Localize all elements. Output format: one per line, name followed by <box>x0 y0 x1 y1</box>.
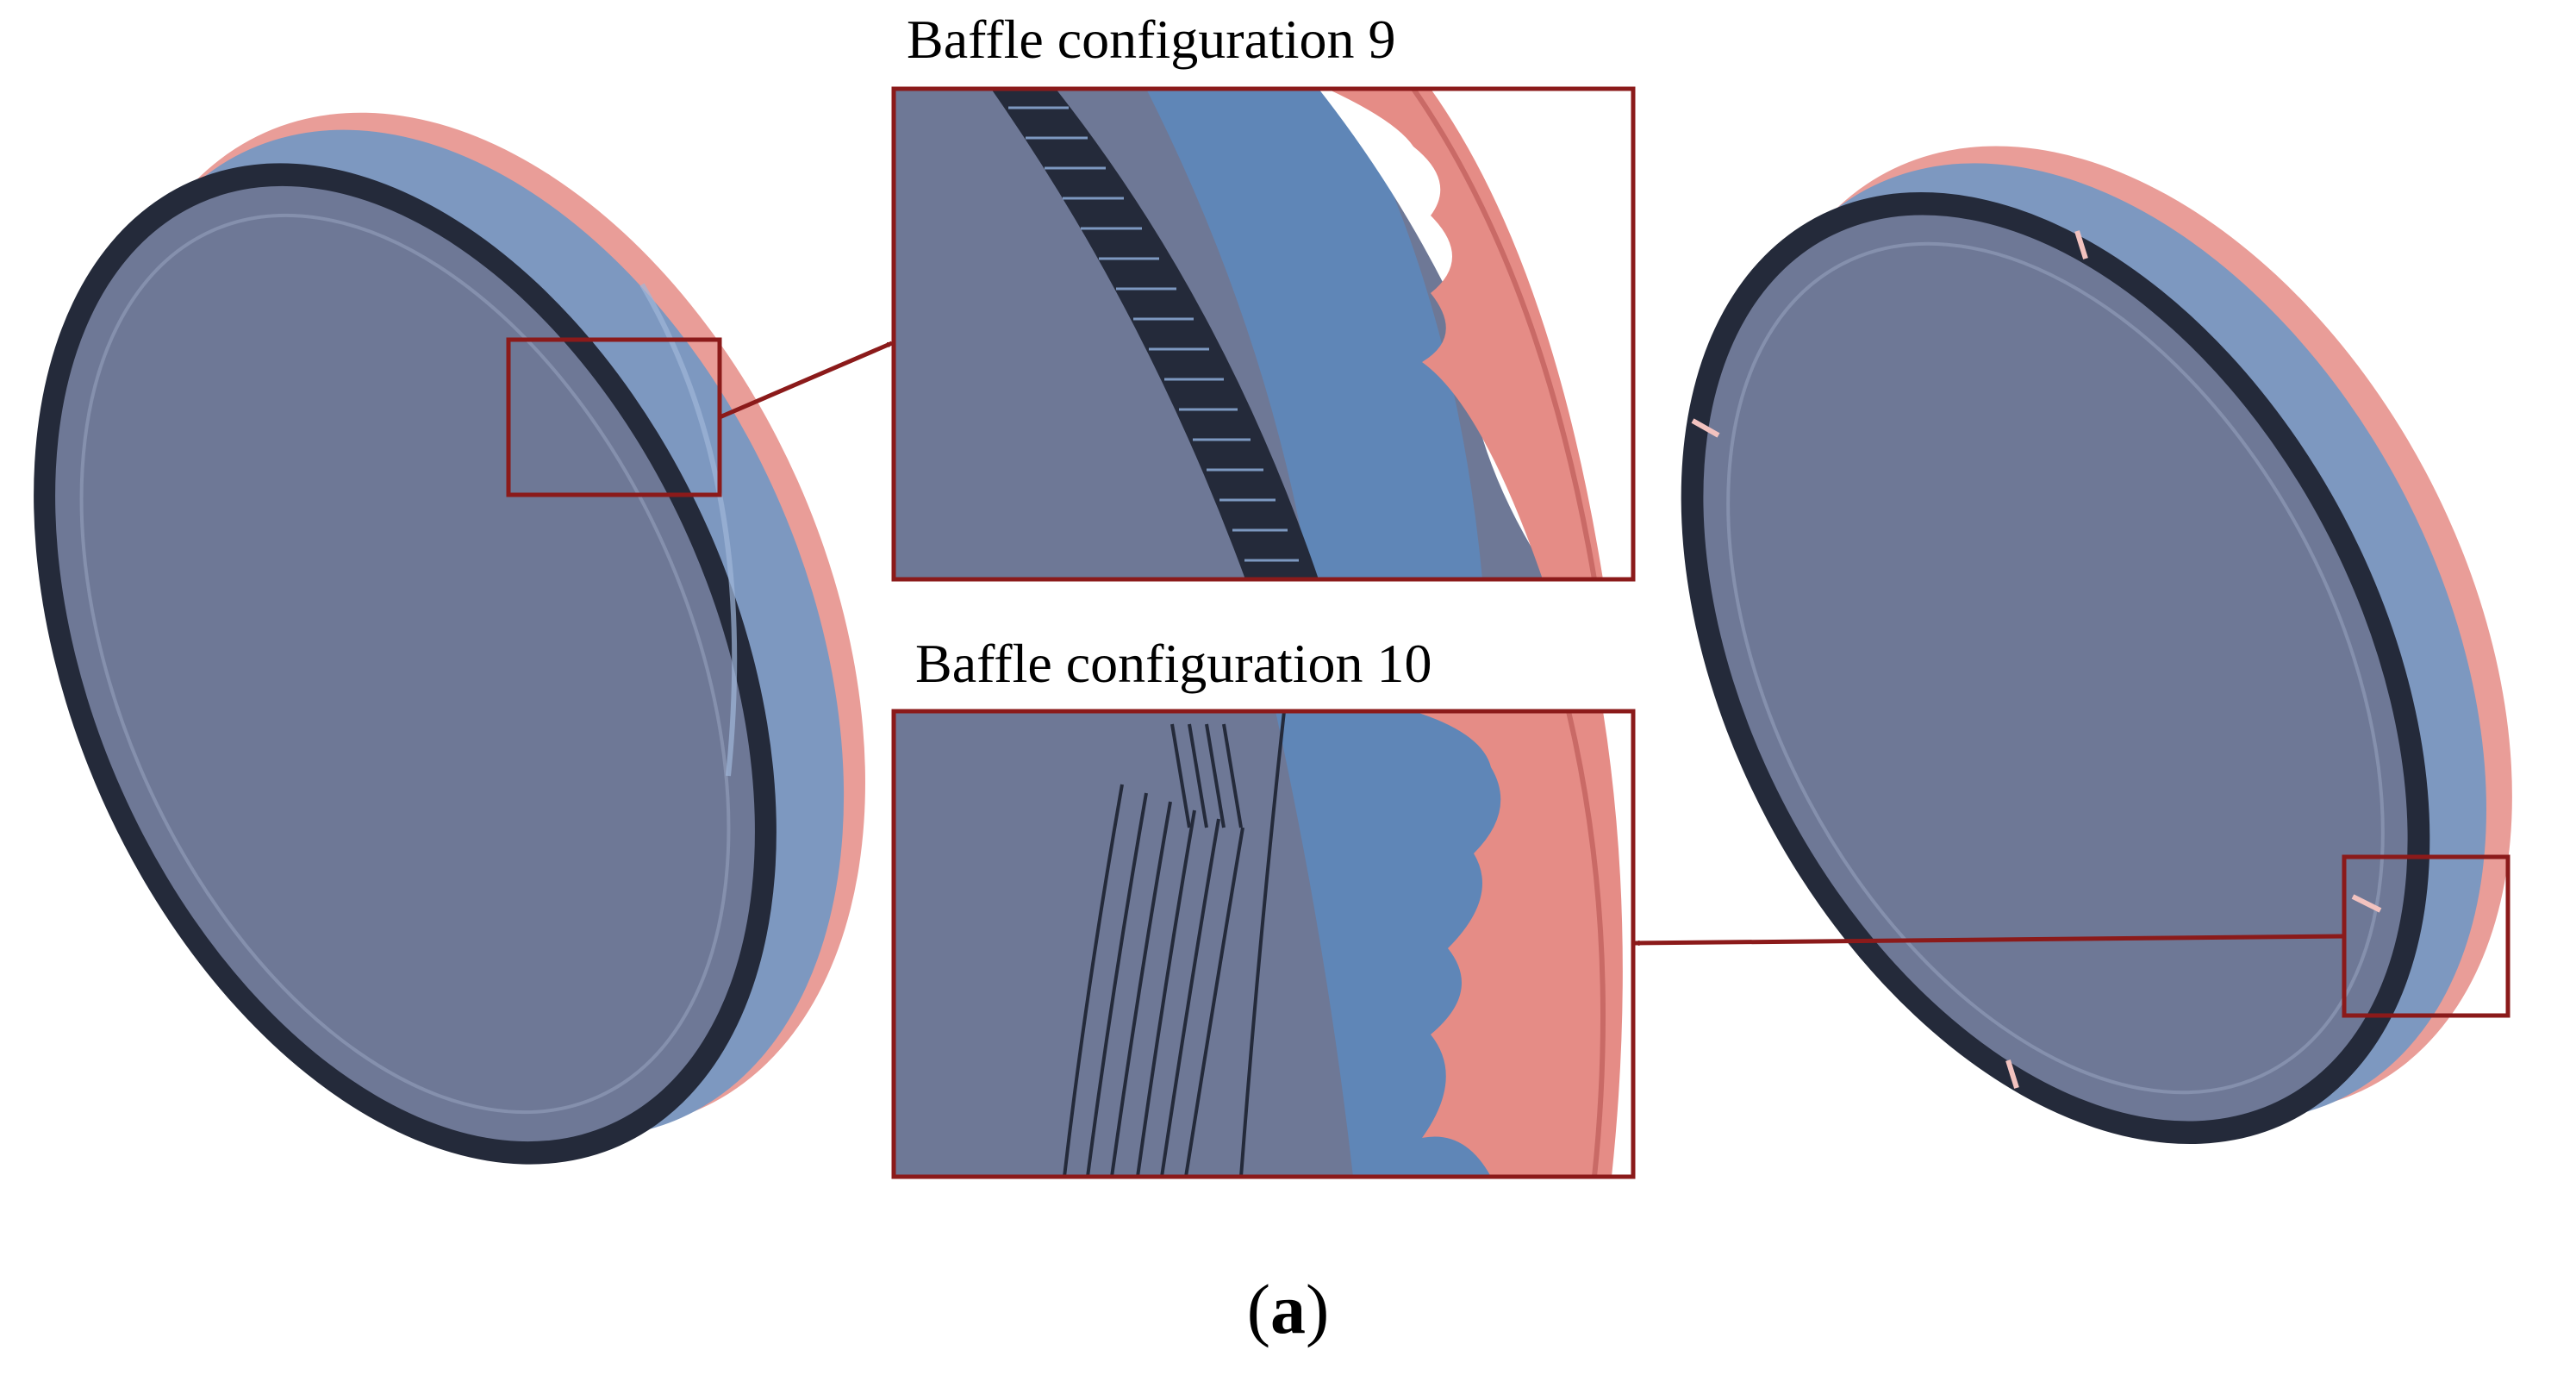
disc-configuration-10 <box>1681 146 2512 1145</box>
caption-close-paren: ) <box>1306 1270 1330 1348</box>
inset-configuration-9 <box>894 89 1633 579</box>
figure-caption: (a) <box>0 1274 2576 1345</box>
caption-open-paren: ( <box>1246 1270 1270 1348</box>
inset-configuration-10 <box>894 711 1633 1177</box>
disc-configuration-9 <box>34 112 865 1165</box>
caption-letter: a <box>1270 1270 1306 1348</box>
arrow-to-config-9 <box>719 341 893 420</box>
label-configuration-9: Baffle configuration 9 <box>907 9 1396 70</box>
inset-frame-config-9 <box>891 86 1636 582</box>
arrow-to-config-10 <box>1635 934 2345 943</box>
inset-frame-config-10 <box>891 709 1636 1179</box>
label-configuration-10: Baffle configuration 10 <box>915 633 1432 694</box>
